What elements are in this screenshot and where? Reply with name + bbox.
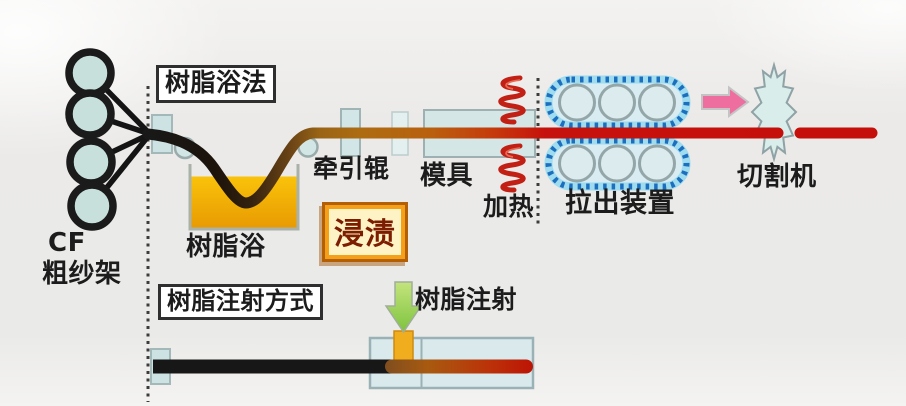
cf-spool-icon [65,48,115,98]
cutter-burst-icon [750,61,798,163]
resin-bath-label: 树脂浴 [186,232,266,262]
cf-rack-label: CF 粗纱架 [42,228,122,290]
heater-coil-icon [498,75,526,125]
heater-coil-highlight [505,79,521,90]
flow-arrow-icon [701,85,750,118]
cf-rack-label-line2: 粗纱架 [42,259,122,289]
pulling-roller-label: 牵引辊 [313,154,390,183]
cf-spool-icon [66,137,116,187]
belt-roller-icon [558,144,596,183]
cutter-label: 切割机 [737,162,817,192]
belt-roller-icon [638,144,676,183]
pulling-device-label: 拉出装置 [565,188,675,219]
puller-belt-top-dots [545,76,690,129]
cf-spool-icon [67,181,117,231]
fiber-strand-path [142,127,784,209]
belt-roller-icon [558,83,596,122]
impregnation-badge-text: 浸渍 [329,209,401,255]
belt-roller-icon [598,144,636,183]
resin-injection-label: 树脂注射 [415,285,518,314]
resin-bath-tank [188,164,300,231]
mold-label: 模具 [420,161,474,191]
injection-arrow-icon [384,281,423,334]
resin-injection-method-label: 树脂注射方式 [158,284,323,321]
belt-roller-icon [638,83,676,122]
cf-rack-label-line1: CF [48,228,86,258]
puller-belt-bottom-dots [545,137,690,190]
cf-spool-icon [65,89,115,139]
impregnation-badge: 浸渍 [322,202,408,262]
heating-label: 加热 [483,192,535,221]
heater-coil-highlight [505,147,521,158]
belt-roller-icon [598,83,636,122]
injection-channel [393,330,414,365]
resin-bath-method-label: 树脂浴法 [156,65,277,103]
